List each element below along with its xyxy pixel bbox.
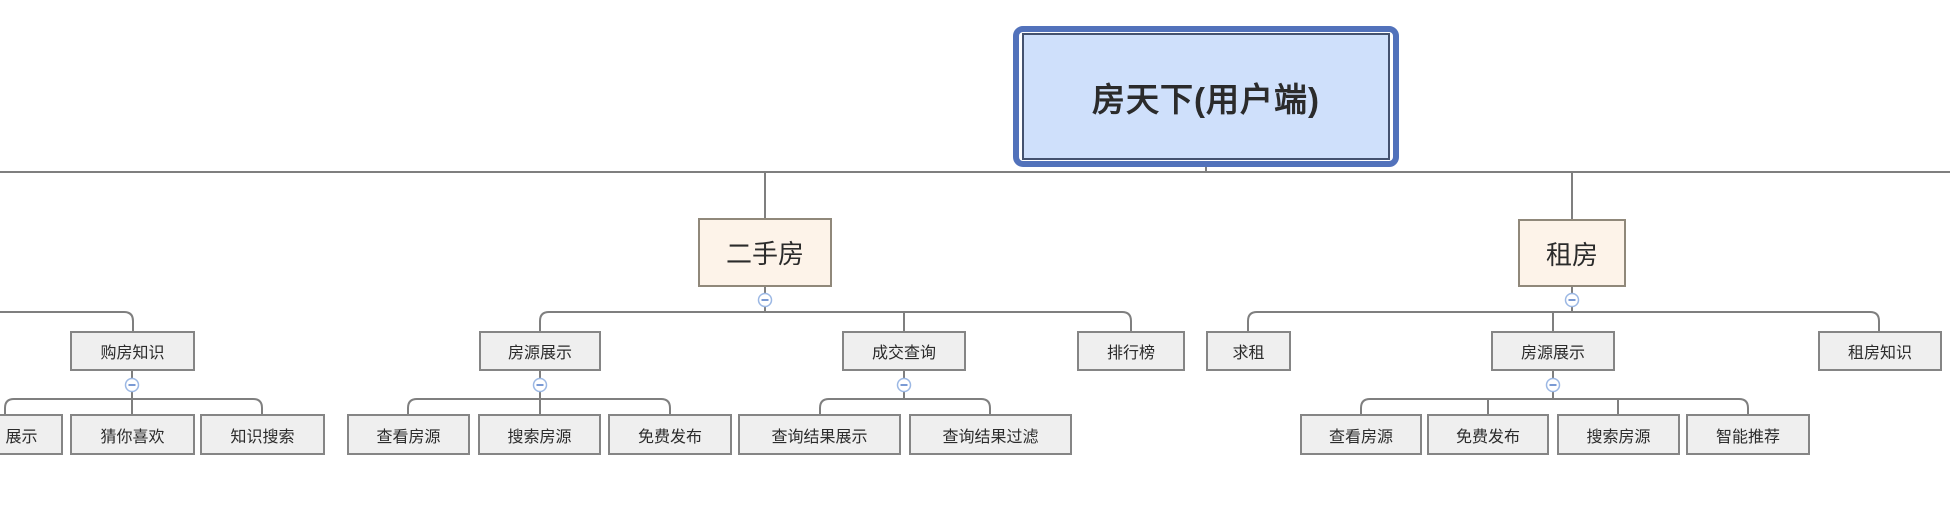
subtopic-free-publish-rent[interactable]: 免费发布 bbox=[1427, 414, 1549, 455]
subtopic-view-listings-ershou-label: 查看房源 bbox=[376, 428, 441, 446]
topic-deal-query-label: 成交查询 bbox=[871, 345, 936, 362]
collapse-toggle-listing-display-ershou[interactable] bbox=[532, 377, 548, 393]
collapse-toggle-rent[interactable] bbox=[1564, 292, 1580, 308]
subtopic-smart-recommend[interactable]: 智能推荐 bbox=[1686, 414, 1810, 455]
topic-seek-rent-label: 求租 bbox=[1232, 345, 1265, 362]
subtopic-query-result-filter[interactable]: 查询结果过滤 bbox=[909, 414, 1072, 455]
topic-ranking[interactable]: 排行榜 bbox=[1077, 331, 1185, 371]
subtopic-display-cutoff[interactable]: 展示 bbox=[0, 414, 63, 455]
topic-rent-knowledge[interactable]: 租房知识 bbox=[1818, 331, 1942, 371]
subtopic-view-listings-ershou[interactable]: 查看房源 bbox=[347, 414, 470, 455]
subtopic-search-listings-rent-label: 搜索房源 bbox=[1586, 428, 1651, 446]
topic-listing-display-ershou-label: 房源展示 bbox=[507, 345, 572, 362]
subtopic-guess-you-like-label: 猜你喜欢 bbox=[100, 428, 165, 446]
root-node-label: 房天下(用户端) bbox=[1022, 33, 1390, 160]
collapse-toggle-deal-query[interactable] bbox=[896, 377, 912, 393]
collapse-toggle-second-hand[interactable] bbox=[757, 292, 773, 308]
subtopic-free-publish-ershou[interactable]: 免费发布 bbox=[608, 414, 732, 455]
subtopic-view-listings-rent-label: 查看房源 bbox=[1328, 428, 1393, 446]
collapse-toggle-listing-display-rent[interactable] bbox=[1545, 377, 1561, 393]
subtopic-free-publish-rent-label: 免费发布 bbox=[1455, 428, 1520, 446]
topic-listing-display-ershou[interactable]: 房源展示 bbox=[479, 331, 601, 371]
topic-buying-knowledge-label: 购房知识 bbox=[100, 345, 165, 362]
subtopic-guess-you-like[interactable]: 猜你喜欢 bbox=[70, 414, 195, 455]
root-node[interactable]: 房天下(用户端) bbox=[1013, 26, 1399, 167]
topic-buying-knowledge[interactable]: 购房知识 bbox=[70, 331, 195, 371]
collapse-toggle-buying-knowledge[interactable] bbox=[124, 377, 140, 393]
subtopic-knowledge-search[interactable]: 知识搜索 bbox=[200, 414, 325, 455]
topic-seek-rent[interactable]: 求租 bbox=[1206, 331, 1291, 371]
subtopic-display-cutoff-label: 展示 bbox=[5, 428, 38, 446]
topic-listing-display-rent[interactable]: 房源展示 bbox=[1491, 331, 1615, 371]
topic-deal-query[interactable]: 成交查询 bbox=[842, 331, 966, 371]
subtopic-search-listings-ershou[interactable]: 搜索房源 bbox=[478, 414, 601, 455]
topic-ranking-label: 排行榜 bbox=[1106, 345, 1155, 362]
subtopic-search-listings-rent[interactable]: 搜索房源 bbox=[1557, 414, 1680, 455]
subtopic-knowledge-search-label: 知识搜索 bbox=[230, 428, 295, 446]
subtopic-query-result-filter-label: 查询结果过滤 bbox=[942, 428, 1039, 446]
subtopic-free-publish-ershou-label: 免费发布 bbox=[637, 428, 702, 446]
branch-rent-house[interactable]: 租房 bbox=[1518, 219, 1626, 287]
subtopic-view-listings-rent[interactable]: 查看房源 bbox=[1300, 414, 1422, 455]
branch-second-hand-house[interactable]: 二手房 bbox=[698, 218, 832, 287]
subtopic-smart-recommend-label: 智能推荐 bbox=[1715, 428, 1780, 446]
subtopic-query-result-display-label: 查询结果展示 bbox=[771, 428, 868, 446]
topic-rent-knowledge-label: 租房知识 bbox=[1847, 345, 1912, 362]
subtopic-search-listings-ershou-label: 搜索房源 bbox=[507, 428, 572, 446]
branch-rent-house-label: 租房 bbox=[1545, 239, 1598, 270]
subtopic-query-result-display[interactable]: 查询结果展示 bbox=[738, 414, 901, 455]
branch-second-hand-house-label: 二手房 bbox=[725, 239, 804, 269]
topic-listing-display-rent-label: 房源展示 bbox=[1520, 345, 1585, 362]
